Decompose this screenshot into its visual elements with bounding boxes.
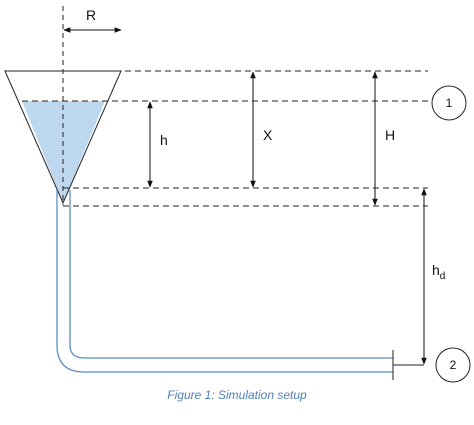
label-hd: hd	[432, 262, 445, 282]
label-X: X	[263, 127, 273, 143]
figure-caption: Figure 1: Simulation setup	[167, 388, 307, 402]
point-2-label: 2	[450, 358, 457, 372]
label-R: R	[86, 7, 96, 23]
point-2-circle	[435, 347, 471, 383]
label-H: H	[385, 127, 395, 143]
point-1-label: 1	[446, 96, 453, 110]
pipe-inner	[69, 190, 393, 359]
label-hd-subscript: d	[440, 271, 446, 282]
pipe-outer	[56, 190, 393, 373]
label-h: h	[160, 132, 168, 148]
point-1-circle	[431, 85, 467, 121]
